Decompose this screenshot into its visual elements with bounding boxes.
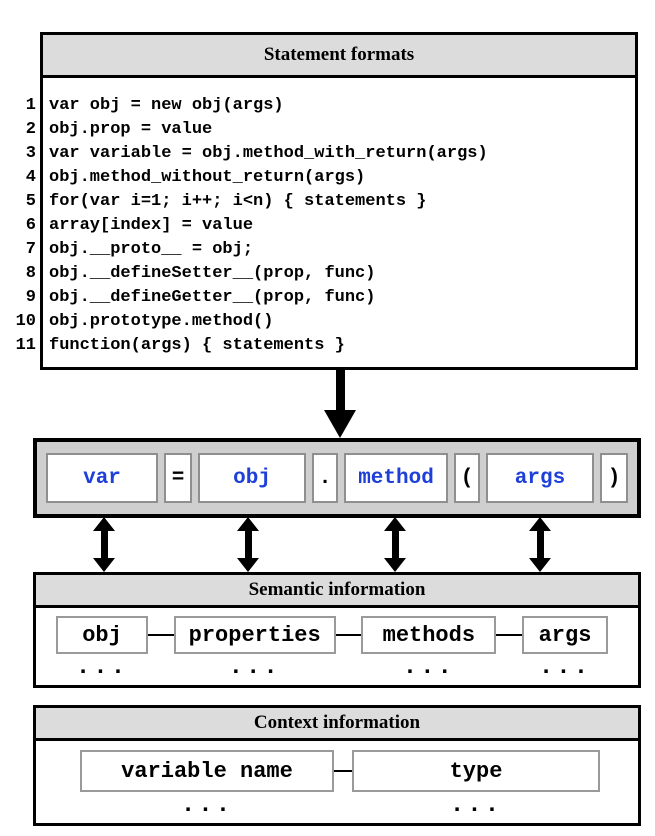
double-arrow-icon <box>529 517 551 572</box>
node-box: args <box>522 616 609 654</box>
token-close-paren: ) <box>600 453 628 503</box>
arrowhead-down <box>237 558 259 572</box>
down-arrow-head <box>324 410 356 438</box>
context-node-type: type ... <box>352 750 600 819</box>
token-dot: . <box>312 453 338 503</box>
semantic-node-properties: properties ... <box>173 616 336 681</box>
node-connector-line <box>335 634 362 636</box>
context-node-variable-name: variable name ... <box>80 750 334 819</box>
ellipsis: ... <box>228 654 281 681</box>
context-node-row: variable name ... type ... <box>36 741 638 819</box>
line-number: 3 <box>25 144 36 163</box>
parse-structure-box: var = obj . method ( args ) <box>33 438 641 518</box>
line-number: 4 <box>25 168 36 187</box>
token-equals: = <box>164 453 192 503</box>
node-box: variable name <box>80 750 334 792</box>
code-line: function(args) { statements } <box>49 336 345 355</box>
token-obj: obj <box>198 453 306 503</box>
context-information-title: Context information <box>36 708 638 741</box>
node-box: obj <box>56 616 148 654</box>
semantic-node-methods: methods ... <box>361 616 497 681</box>
line-number: 8 <box>25 264 36 283</box>
code-line: obj.__defineSetter__(prop, func) <box>49 264 376 283</box>
arrow-shaft <box>244 531 252 558</box>
ellipsis: ... <box>449 792 503 819</box>
double-arrow-icon <box>384 517 406 572</box>
semantic-node-args: args ... <box>522 616 609 681</box>
ellipsis: ... <box>538 654 592 681</box>
code-line: obj.__proto__ = obj; <box>49 240 254 259</box>
semantic-information-box: Semantic information obj ... properties … <box>33 572 641 688</box>
context-information-box: Context information variable name ... ty… <box>33 705 641 826</box>
token-open-paren: ( <box>454 453 480 503</box>
code-line: array[index] = value <box>49 216 254 235</box>
code-line: obj.method_without_return(args) <box>49 168 366 187</box>
ellipsis: ... <box>402 654 455 681</box>
node-connector-line <box>334 770 352 772</box>
node-connector-line <box>148 634 174 636</box>
line-number: 11 <box>15 336 36 355</box>
line-number: 7 <box>25 240 36 259</box>
node-connector-line <box>496 634 523 636</box>
line-number: 5 <box>25 192 36 211</box>
code-line: obj.prototype.method() <box>49 312 274 331</box>
arrow-shaft <box>391 531 399 558</box>
arrowhead-down <box>529 558 551 572</box>
ellipsis: ... <box>75 654 129 681</box>
double-arrow-icon <box>93 517 115 572</box>
statement-code-list: var obj = new obj(args) obj.prop = value… <box>43 78 635 358</box>
statement-formats-title: Statement formats <box>43 35 635 78</box>
code-line: obj.prop = value <box>49 120 213 139</box>
line-number-gutter: 1 2 3 4 5 6 7 8 9 10 11 <box>4 94 36 358</box>
line-number: 1 <box>25 96 36 115</box>
arrowhead-up <box>93 517 115 531</box>
node-box: methods <box>361 616 497 654</box>
down-arrow-icon <box>324 370 356 438</box>
arrowhead-up <box>529 517 551 531</box>
code-line: obj.__defineGetter__(prop, func) <box>49 288 376 307</box>
line-number: 9 <box>25 288 36 307</box>
node-box: type <box>352 750 600 792</box>
code-line: for(var i=1; i++; i<n) { statements } <box>49 192 427 211</box>
arrow-shaft <box>100 531 108 558</box>
token-method: method <box>344 453 448 503</box>
arrowhead-down <box>384 558 406 572</box>
down-arrow-shaft <box>335 370 345 410</box>
arrowhead-up <box>237 517 259 531</box>
arrowhead-down <box>93 558 115 572</box>
token-var: var <box>46 453 158 503</box>
semantic-node-row: obj ... properties ... methods ... args … <box>36 608 638 681</box>
ellipsis: ... <box>180 792 234 819</box>
arrow-shaft <box>536 531 544 558</box>
semantic-information-title: Semantic information <box>36 575 638 608</box>
line-number: 10 <box>15 312 36 331</box>
code-line: var obj = new obj(args) <box>49 96 284 115</box>
line-number: 2 <box>25 120 36 139</box>
code-line: var variable = obj.method_with_return(ar… <box>49 144 488 163</box>
double-arrow-icon <box>237 517 259 572</box>
line-number: 6 <box>25 216 36 235</box>
token-args: args <box>486 453 594 503</box>
node-box: properties <box>173 616 336 654</box>
semantic-node-obj: obj ... <box>56 616 148 681</box>
arrowhead-up <box>384 517 406 531</box>
statement-formats-box: Statement formats var obj = new obj(args… <box>40 32 638 370</box>
